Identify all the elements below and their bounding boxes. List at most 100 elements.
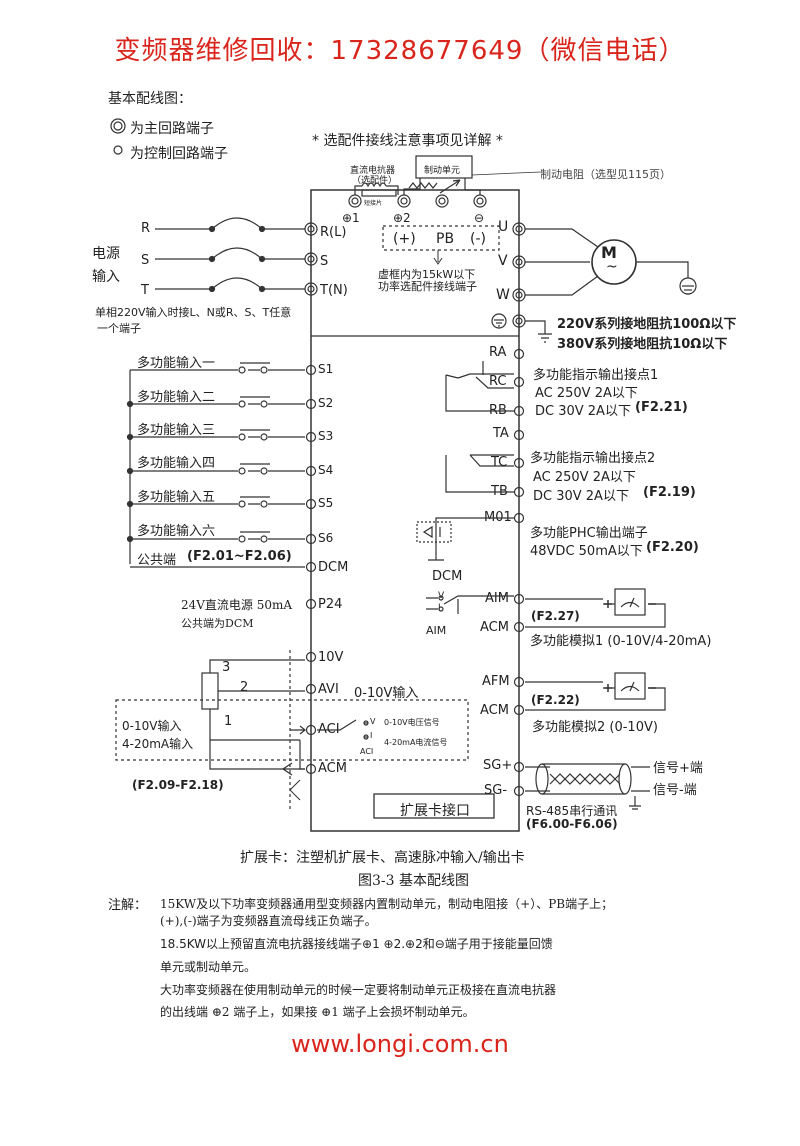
brake-resistor-label: 制动电阻（选型见115页） bbox=[540, 168, 671, 181]
figure-title: 图3-3 基本配线图 bbox=[358, 873, 469, 889]
common-label: 公共端 bbox=[137, 553, 177, 568]
notes-label: 注解： bbox=[108, 898, 148, 913]
term-10v: 10V bbox=[318, 650, 344, 665]
term-acm-in: ACM bbox=[318, 761, 347, 776]
legend-control-label: 为控制回路端子 bbox=[130, 146, 228, 162]
phase-r-label: R bbox=[141, 221, 151, 236]
main-terminals-left bbox=[304, 222, 318, 296]
term-u: U bbox=[498, 219, 509, 235]
term-afm: AFM bbox=[482, 674, 510, 689]
dc-reactor-sublabel: （选配件） bbox=[352, 176, 398, 186]
footer-url[interactable]: www.longi.com.cn bbox=[291, 1030, 509, 1058]
term-avi: AVI bbox=[318, 682, 339, 697]
banner-title: 变频器维修回收：17328677649（微信电话） bbox=[114, 36, 686, 66]
aci-i-option: I bbox=[370, 731, 373, 740]
optocoupler bbox=[416, 521, 452, 543]
phase-t-label: T bbox=[141, 283, 149, 298]
note-line-6: 的出线端 ⊕2 端子上，如果接 ⊕1 端子上会损坏制动单元。 bbox=[160, 1005, 475, 1019]
relay-terminals bbox=[513, 348, 525, 797]
note-line-2: (+),(-)端子为变频器直流母线正负端子。 bbox=[160, 914, 377, 928]
afm-desc: 多功能模拟2 (0-10V) bbox=[532, 720, 658, 735]
afm-param: (F2.22) bbox=[531, 693, 580, 707]
aim-switch bbox=[426, 595, 514, 614]
aim-desc: 多功能模拟1 (0-10V/4-20mA) bbox=[530, 634, 712, 649]
analog-dashed-box bbox=[115, 699, 469, 761]
ground-icon-motor bbox=[679, 277, 697, 295]
options-note: * 选配件接线注意事项见详解 * bbox=[312, 133, 503, 149]
expansion-port-label: 扩展卡接口 bbox=[400, 803, 470, 819]
ground-note-220: 220V系列接地阻抗100Ω以下 bbox=[557, 317, 737, 332]
analog-in-label-2: 4-20mA输入 bbox=[122, 737, 194, 751]
term-s4: S4 bbox=[318, 463, 334, 477]
dashed-minus: (-) bbox=[470, 231, 486, 247]
aci-v-option: V bbox=[370, 717, 376, 726]
dashed-note-1: 虚框内为15kW以下 bbox=[378, 268, 476, 281]
relay2-param: (F2.19) bbox=[643, 485, 696, 500]
input-label-3: 多功能输入三 bbox=[137, 423, 216, 438]
aci-v-desc: 0-10V电压信号 bbox=[384, 718, 440, 727]
term-s6: S6 bbox=[318, 531, 334, 545]
input-switches bbox=[126, 362, 305, 568]
m01-spec: 48VDC 50mA以下 bbox=[530, 544, 643, 559]
term-ta: TA bbox=[493, 426, 509, 441]
m01-param: (F2.20) bbox=[646, 540, 699, 555]
dashed-option-box bbox=[382, 225, 500, 251]
relay1-contact bbox=[445, 361, 514, 412]
rs485-param: (F6.00-F6.06) bbox=[526, 817, 618, 831]
m01-title: 多功能PHC输出端子 bbox=[530, 526, 648, 541]
note-line-1: 15KW及以下功率变频器通用型变频器内置制动单元，制动电阻接（+）、PB端子上； bbox=[160, 897, 614, 911]
bus-terminals bbox=[348, 194, 487, 208]
bus-term-p1: ⊕1 bbox=[342, 211, 360, 225]
relay2-dc: DC 30V 2A以下 bbox=[533, 489, 629, 504]
rs485-title: RS-485串行通讯 bbox=[526, 804, 618, 818]
term-sg-plus: SG+ bbox=[483, 758, 513, 773]
analog-in-label-1: 0-10V输入 bbox=[122, 719, 182, 733]
term-dcm: DCM bbox=[318, 560, 349, 575]
rs485-signal-plus: 信号+端 bbox=[653, 761, 703, 776]
bus-term-neg: ⊖ bbox=[474, 211, 485, 225]
relay2-contact bbox=[445, 454, 514, 493]
m01-dcm: DCM bbox=[432, 569, 463, 584]
motor-letter: M bbox=[601, 243, 617, 262]
term-p24: P24 bbox=[318, 597, 343, 612]
control-terminals-left bbox=[305, 364, 317, 775]
phase-s-label: S bbox=[141, 253, 150, 268]
ground-icon-drive bbox=[491, 313, 507, 329]
aci-switch-label: ACI bbox=[360, 747, 374, 756]
motor-tilde: ~ bbox=[606, 259, 618, 275]
p24-common-note: 公共端为DCM bbox=[181, 617, 254, 630]
meter-aim bbox=[525, 588, 666, 628]
analog-in-param: (F2.09-F2.18) bbox=[132, 778, 224, 792]
single-phase-note-2: 一个端子 bbox=[97, 322, 141, 335]
expansion-port-box[interactable] bbox=[373, 793, 495, 819]
term-t: T(N) bbox=[320, 283, 348, 298]
motor-ground-wire bbox=[636, 261, 689, 278]
meter-signs bbox=[604, 600, 656, 692]
aci-i-desc: 4-20mA电流信号 bbox=[384, 738, 448, 747]
input-label-1: 多功能输入一 bbox=[137, 356, 216, 371]
note-line-4: 单元或制动单元。 bbox=[160, 960, 257, 974]
brake-unit-box bbox=[415, 155, 473, 179]
term-acm-aim: ACM bbox=[480, 620, 509, 635]
rs485-cable bbox=[525, 763, 650, 810]
relay1-dc: DC 30V 2A以下 bbox=[535, 404, 631, 419]
bus-term-p2: ⊕2 bbox=[393, 211, 411, 225]
aim-switch-label: AIM bbox=[426, 624, 447, 637]
term-r: R(L) bbox=[320, 225, 347, 240]
p24-note: 24V直流电源 50mA bbox=[181, 598, 293, 612]
term-w: W bbox=[496, 287, 510, 303]
term-v: V bbox=[498, 253, 508, 269]
brake-resistor-symbol bbox=[408, 182, 438, 189]
common-param: (F2.01~F2.06) bbox=[187, 549, 292, 564]
term-s5: S5 bbox=[318, 496, 334, 510]
dashed-note-2: 功率选配件接线端子 bbox=[378, 280, 477, 293]
legend-control-symbol bbox=[113, 145, 123, 155]
supply-label-2: 输入 bbox=[92, 269, 120, 285]
dc-reactor-symbol bbox=[354, 182, 399, 197]
legend-main-label: 为主回路端子 bbox=[130, 121, 214, 137]
relay2-ac: AC 250V 2A以下 bbox=[533, 470, 636, 485]
relay1-title: 多功能指示输出接点1 bbox=[533, 368, 659, 383]
term-s1: S1 bbox=[318, 362, 334, 376]
avi-desc: 0-10V输入 bbox=[354, 686, 419, 701]
